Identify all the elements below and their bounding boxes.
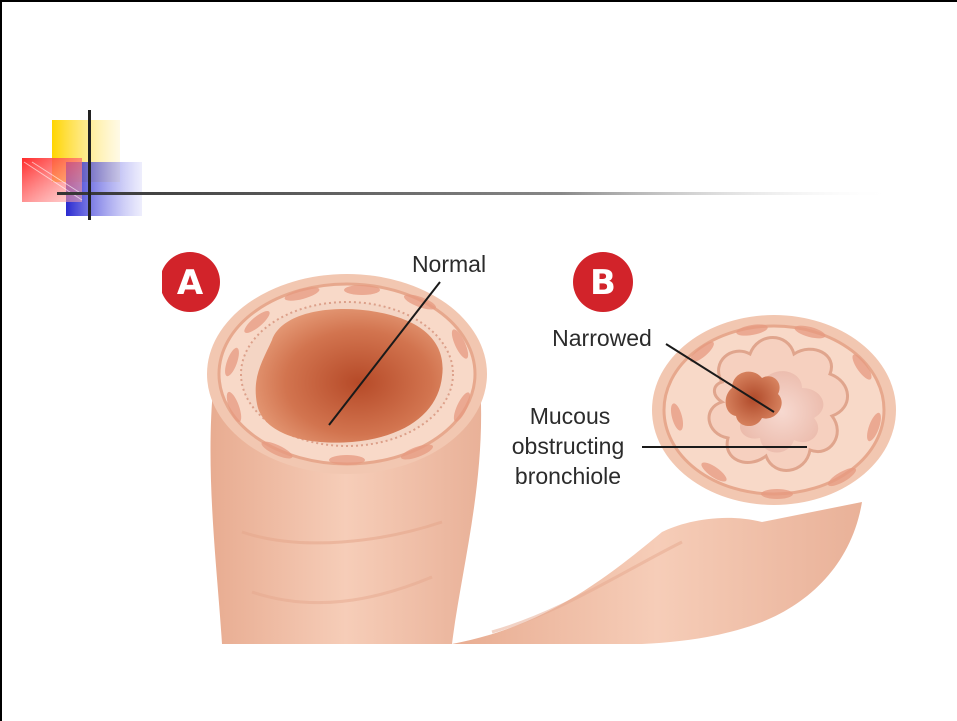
vertical-rule [88,110,91,220]
cross-section-b [652,315,896,505]
label-normal: Normal [412,251,486,277]
badge-a-letter: A [177,263,204,303]
label-mucous-2: obstructing [512,433,625,459]
badge-b: B [573,252,633,312]
title-decoration [2,2,957,232]
airway-b-tube [452,502,862,644]
cross-section-a [207,274,487,474]
label-narrowed: Narrowed [552,325,652,351]
badge-a: A [162,252,220,312]
title-underline [57,192,897,195]
label-mucous-1: Mucous [530,403,611,429]
label-mucous-3: bronchiole [515,463,621,489]
bronchiole-illustration: A B Normal Narrowed Mucous obstructing b… [162,232,942,652]
badge-b-letter: B [590,263,616,303]
